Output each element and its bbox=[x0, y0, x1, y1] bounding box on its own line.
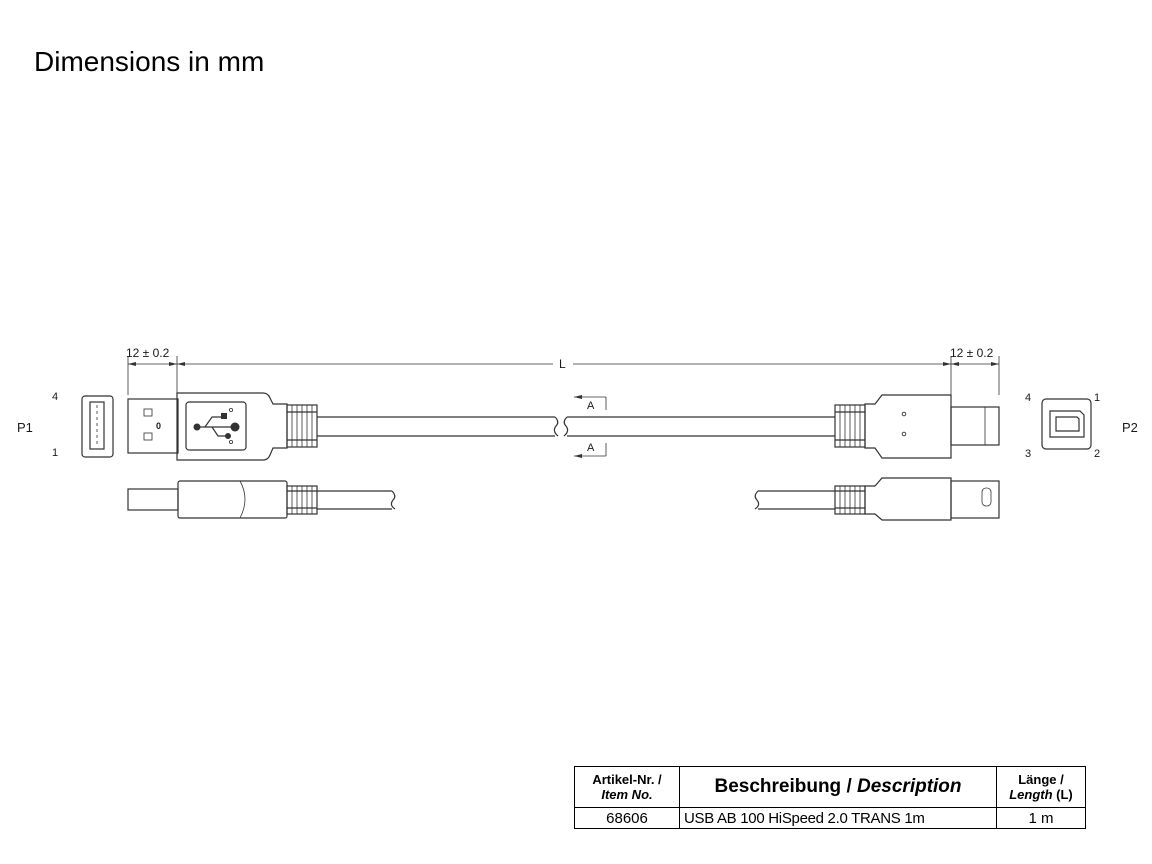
col-length-sub: Length bbox=[1009, 787, 1053, 802]
cable-top bbox=[317, 416, 835, 437]
p2-pin-2: 2 bbox=[1094, 448, 1100, 460]
usb-b-plug-side bbox=[754, 477, 1000, 521]
table-row: 68606 USB AB 100 HiSpeed 2.0 TRANS 1m 1 … bbox=[574, 807, 1086, 829]
spec-table-header: Artikel-Nr. / Item No. Beschreibung / De… bbox=[574, 766, 1086, 808]
col-description-sub: Description bbox=[857, 776, 962, 797]
cell-item-no: 68606 bbox=[574, 807, 680, 829]
col-description-main: Beschreibung / bbox=[714, 776, 857, 797]
section-label-bottom: A bbox=[587, 442, 595, 454]
p1-pin-4: 4 bbox=[52, 391, 58, 403]
col-length-main: Länge / bbox=[1018, 772, 1064, 787]
section-mark-top bbox=[574, 395, 607, 410]
cell-description: USB AB 100 HiSpeed 2.0 TRANS 1m bbox=[679, 807, 997, 829]
page-title: Dimensions in mm bbox=[34, 46, 265, 77]
dim-length-label: L bbox=[559, 357, 566, 371]
usb-a-plug-side bbox=[127, 480, 396, 519]
dim-left-label: 12 ± 0.2 bbox=[126, 346, 170, 360]
usb-a-end-view bbox=[81, 395, 114, 458]
usb-b-end-view bbox=[1041, 398, 1092, 450]
strain-relief-right bbox=[834, 404, 866, 448]
p1-label: P1 bbox=[17, 420, 33, 435]
col-length: Länge / Length (L) bbox=[996, 766, 1086, 808]
p2-pin-1: 1 bbox=[1094, 392, 1100, 404]
spec-table: Artikel-Nr. / Item No. Beschreibung / De… bbox=[574, 766, 1086, 829]
cell-length: 1 m bbox=[996, 807, 1086, 829]
svg-text:0: 0 bbox=[156, 421, 161, 431]
p2-label: P2 bbox=[1122, 420, 1138, 435]
dimension-lines bbox=[127, 356, 1000, 395]
dim-right-label: 12 ± 0.2 bbox=[950, 346, 994, 360]
usb-b-plug-top bbox=[834, 394, 1000, 459]
usb-a-plug-top: 0 bbox=[127, 392, 318, 461]
col-item-no-sub: Item No. bbox=[601, 787, 653, 802]
col-length-suffix: (L) bbox=[1052, 787, 1073, 802]
section-label-top: A bbox=[587, 400, 595, 412]
col-item-no-main: Artikel-Nr. / bbox=[592, 772, 662, 787]
p2-pin-3: 3 bbox=[1025, 448, 1031, 460]
section-mark-bottom bbox=[574, 443, 607, 458]
col-description: Beschreibung / Description bbox=[679, 766, 997, 808]
col-item-no: Artikel-Nr. / Item No. bbox=[574, 766, 680, 808]
p2-pin-4: 4 bbox=[1025, 392, 1031, 404]
p1-pin-1: 1 bbox=[52, 447, 58, 459]
usb-logo-icon bbox=[193, 407, 240, 444]
strain-relief-left bbox=[286, 404, 318, 448]
